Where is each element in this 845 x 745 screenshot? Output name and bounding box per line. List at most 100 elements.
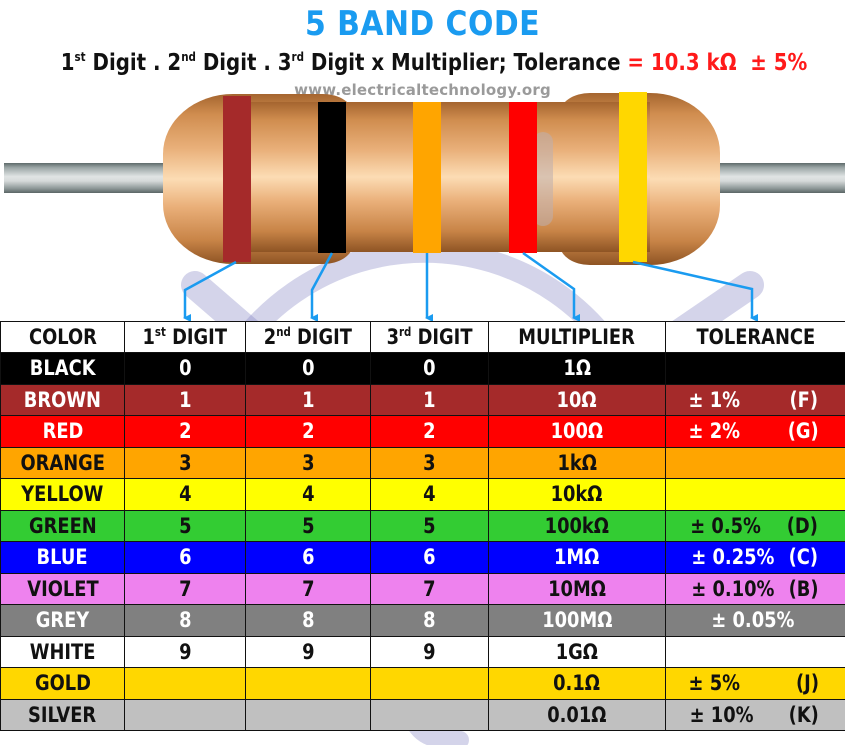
- band-5-gold: [619, 92, 647, 262]
- cell-d2: 3: [245, 446, 371, 479]
- cell-multiplier: 10Ω: [488, 383, 666, 416]
- tolerance-code: (G): [787, 419, 819, 444]
- tolerance-code: (C): [788, 545, 819, 570]
- table-row: GOLD 0.1Ω ± 5% (J): [0, 667, 845, 700]
- separator: .: [153, 50, 161, 76]
- formula-digit-3: 3rd Digit: [277, 50, 365, 76]
- header-1st-digit: 1st DIGIT: [124, 321, 246, 353]
- cell-multiplier: 0.1Ω: [488, 667, 666, 700]
- band-4-red: [509, 102, 537, 253]
- cell-d3: 2: [370, 415, 489, 448]
- cell-d1: 5: [124, 509, 246, 542]
- cell-multiplier: 1MΩ: [488, 541, 666, 574]
- cell-tolerance: [665, 478, 845, 511]
- cell-tolerance: ± 0.5% (D): [665, 509, 845, 542]
- cell-d2: 6: [245, 541, 371, 574]
- tolerance-value: ± 1%: [688, 387, 741, 412]
- cell-d1: 6: [124, 541, 246, 574]
- cell-d2: 2: [245, 415, 371, 448]
- arrow-band-5-icon: [632, 260, 758, 322]
- cell-d1: 3: [124, 446, 246, 479]
- cell-d1: 1: [124, 383, 246, 416]
- formula-result: = 10.3 kΩ: [627, 50, 737, 76]
- tolerance-value: ± 0.10%: [691, 576, 775, 601]
- cell-d3: 7: [370, 572, 489, 605]
- cell-multiplier: 100Ω: [488, 415, 666, 448]
- cell-color: YELLOW: [0, 478, 125, 511]
- cell-d3: 6: [370, 541, 489, 574]
- cell-d1: 2: [124, 415, 246, 448]
- tolerance-value: ± 10%: [689, 702, 754, 727]
- tolerance-code: (F): [789, 387, 819, 412]
- formula-digit-2: 2nd Digit: [167, 50, 257, 76]
- tolerance-value: ± 0.5%: [690, 513, 761, 538]
- cell-d2: [245, 667, 371, 700]
- cell-d1: 7: [124, 572, 246, 605]
- tolerance-code: (D): [787, 513, 819, 538]
- cell-multiplier: 0.01Ω: [488, 698, 666, 731]
- band-1-brown: [223, 96, 251, 262]
- formula-result-tolerance: ± 5%: [750, 50, 808, 76]
- cell-color: ORANGE: [0, 446, 125, 479]
- band-2-black: [318, 102, 346, 253]
- cell-color: BLUE: [0, 541, 125, 574]
- cell-d3: 8: [370, 604, 489, 637]
- cell-color: BROWN: [0, 383, 125, 416]
- cell-tolerance: [665, 635, 845, 668]
- cell-d3: 4: [370, 478, 489, 511]
- cell-d3: 1: [370, 383, 489, 416]
- tolerance-code: (J): [796, 671, 819, 696]
- header-tolerance: TOLERANCE: [665, 321, 845, 353]
- cell-d3: 5: [370, 509, 489, 542]
- cell-tolerance: ± 10% (K): [665, 698, 845, 731]
- body-highlight: [533, 132, 553, 226]
- separator: .: [263, 50, 271, 76]
- cell-multiplier: 1kΩ: [488, 446, 666, 479]
- cell-color: GOLD: [0, 667, 125, 700]
- cell-d2: 7: [245, 572, 371, 605]
- arrow-band-4-icon: [522, 251, 580, 322]
- cell-color: RED: [0, 415, 125, 448]
- cell-d1: 4: [124, 478, 246, 511]
- header-3rd-digit: 3rd DIGIT: [370, 321, 489, 353]
- cell-multiplier: 10kΩ: [488, 478, 666, 511]
- arrow-band-2-icon: [310, 252, 334, 322]
- cell-d1: [124, 698, 246, 731]
- cell-tolerance: ± 0.25%(C): [665, 541, 845, 574]
- cell-d3: 9: [370, 635, 489, 668]
- tolerance-value: ± 2%: [688, 419, 741, 444]
- cell-tolerance: [665, 446, 845, 479]
- formula-multiplier: x Multiplier: [371, 50, 499, 76]
- cell-d1: 9: [124, 635, 246, 668]
- cell-d2: 4: [245, 478, 371, 511]
- formula-digit-1: 1st Digit: [60, 50, 147, 76]
- cell-d3: 0: [370, 352, 489, 385]
- resistor-lead-right: [718, 163, 845, 193]
- cell-multiplier: 100MΩ: [488, 604, 666, 637]
- tolerance-code: (K): [788, 702, 819, 727]
- band-3-orange: [413, 102, 441, 253]
- cell-d1: [124, 667, 246, 700]
- tolerance-value: ± 5%: [688, 671, 741, 696]
- cell-color: BLACK: [0, 352, 125, 385]
- cell-multiplier: 1Ω: [488, 352, 666, 385]
- tolerance-code: (B): [788, 576, 819, 601]
- page-title: 5 BAND CODE: [304, 4, 540, 44]
- cell-color: WHITE: [0, 635, 125, 668]
- tolerance-value: ± 0.05%: [710, 608, 795, 633]
- color-code-table: COLOR 1st DIGIT 2nd DIGIT 3rd DIGIT MULT…: [0, 321, 845, 731]
- cell-tolerance: ± 0.05%: [665, 604, 845, 637]
- cell-multiplier: 1GΩ: [488, 635, 666, 668]
- arrow-band-1-icon: [183, 260, 237, 322]
- cell-tolerance: ± 5% (J): [665, 667, 845, 700]
